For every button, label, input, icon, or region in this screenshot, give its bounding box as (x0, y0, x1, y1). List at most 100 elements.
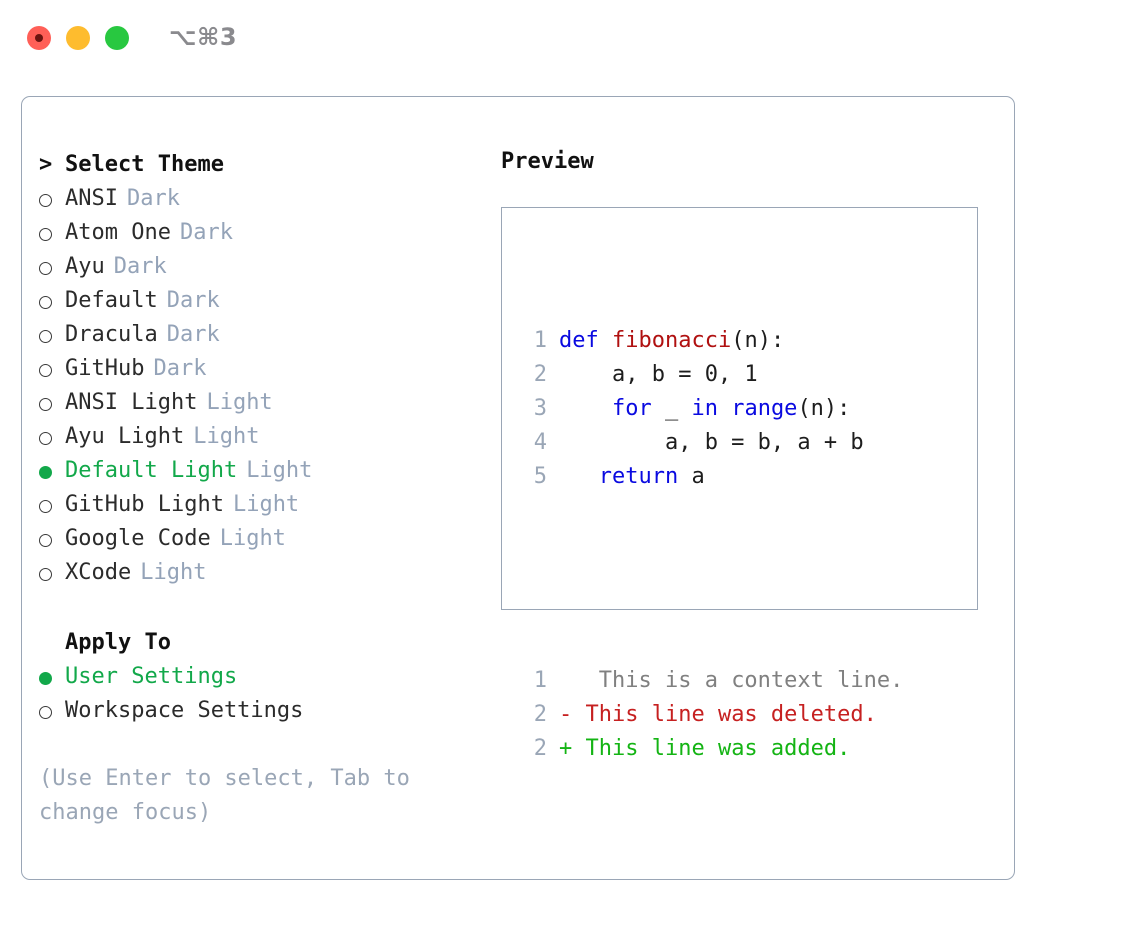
diff-line-text: This line was deleted. (572, 702, 877, 727)
code-line-number: 1 (533, 328, 547, 353)
theme-option-label: Atom One (65, 220, 171, 245)
diff-sign: + (559, 736, 573, 761)
code-line: 3 for _ in range(n): (519, 392, 903, 426)
theme-option-variant-tag: Dark (126, 186, 180, 211)
diff-line-text: This is a context line. (572, 668, 904, 693)
diff-line-text: This line was added. (572, 736, 851, 761)
theme-option-label: ANSI (65, 186, 118, 211)
theme-option-ansi-light[interactable]: ○ANSI Light Light (39, 386, 499, 420)
select-theme-header: > Select Theme (39, 148, 499, 182)
theme-option-atom-one[interactable]: ○Atom One Dark (39, 216, 499, 250)
diff-line: 2 + This line was added. (519, 732, 903, 766)
code-line: 1 def fibonacci(n): (519, 324, 903, 358)
radio-unselected-icon: ○ (39, 522, 65, 556)
theme-option-variant-tag: Light (246, 458, 313, 483)
code-line-text: return a (559, 460, 705, 494)
code-line-number: 5 (533, 464, 547, 489)
code-line: 5 return a (519, 460, 903, 494)
radio-unselected-icon: ○ (39, 694, 65, 728)
radio-unselected-icon: ○ (39, 386, 65, 420)
theme-option-label: Google Code (65, 526, 211, 551)
theme-option-variant-tag: Dark (166, 322, 220, 347)
theme-option-variant-tag: Dark (153, 356, 207, 381)
diff-line-number: 2 (533, 736, 547, 761)
code-line: 4 a, b = b, a + b (519, 426, 903, 460)
theme-option-variant-tag: Light (140, 560, 207, 585)
theme-option-variant-tag: Dark (166, 288, 220, 313)
keyboard-hint-text: (Use Enter to select, Tab to change focu… (39, 766, 424, 825)
code-token-kw: for (559, 396, 665, 421)
code-token-plain: (n): (731, 328, 785, 353)
theme-option-variant-tag: Dark (179, 220, 233, 245)
theme-option-label: ANSI Light (65, 390, 198, 415)
radio-unselected-icon: ○ (39, 250, 65, 284)
apply-to-indent-spacer: o (39, 626, 65, 660)
radio-selected-icon: ● (39, 660, 65, 694)
theme-option-label: Default (65, 288, 158, 313)
close-window-button[interactable] (27, 26, 51, 50)
preview-title: Preview (501, 149, 594, 174)
code-line-number: 3 (533, 396, 547, 421)
theme-option-label: GitHub (65, 356, 145, 381)
radio-unselected-icon: ○ (39, 556, 65, 590)
apply-to-option-user-settings[interactable]: ●User Settings (39, 660, 499, 694)
theme-option-label: Dracula (65, 322, 158, 347)
radio-unselected-icon: ○ (39, 216, 65, 250)
theme-option-variant-tag: Light (206, 390, 273, 415)
radio-unselected-icon: ○ (39, 182, 65, 216)
section-spacer (39, 590, 499, 626)
diff-sign: - (559, 702, 573, 727)
diff-line-number: 1 (533, 668, 547, 693)
code-line: 2 a, b = 0, 1 (519, 358, 903, 392)
apply-to-header: o Apply To (39, 626, 499, 660)
code-token-plain: _ (664, 396, 692, 421)
theme-option-ayu[interactable]: ○Ayu Dark (39, 250, 499, 284)
code-token-plain: a, b = b, a + b (559, 430, 864, 455)
prompt-caret-icon: > (39, 152, 53, 177)
apply-to-title: Apply To (65, 630, 171, 655)
theme-option-dracula[interactable]: ○Dracula Dark (39, 318, 499, 352)
apply-to-options-list: ●User Settings○Workspace Settings (39, 660, 499, 728)
theme-option-variant-tag: Dark (113, 254, 167, 279)
theme-option-variant-tag: Light (219, 526, 286, 551)
theme-option-variant-tag: Light (232, 492, 300, 517)
code-token-plain: (n): (797, 396, 851, 421)
maximize-window-button[interactable] (105, 26, 129, 50)
diff-sample-block: 1 This is a context line. 2- This line wa… (519, 664, 904, 766)
diff-sign (559, 664, 572, 698)
radio-unselected-icon: ○ (39, 352, 65, 386)
apply-to-option-workspace-settings[interactable]: ○Workspace Settings (39, 694, 499, 728)
theme-option-ansi[interactable]: ○ANSI Dark (39, 182, 499, 216)
code-token-kw: def (559, 328, 612, 353)
diff-line-number: 2 (533, 702, 547, 727)
minimize-window-button[interactable] (66, 26, 90, 50)
theme-option-github[interactable]: ○GitHub Dark (39, 352, 499, 386)
radio-unselected-icon: ○ (39, 318, 65, 352)
code-token-plain: a, b = 0, 1 (559, 362, 758, 387)
radio-unselected-icon: ○ (39, 488, 65, 522)
title-bar: ⌥⌘3 (0, 0, 1140, 78)
code-line-number: 2 (533, 362, 547, 387)
theme-option-label: XCode (65, 560, 132, 585)
apply-to-option-label: User Settings (65, 664, 238, 689)
theme-option-google-code[interactable]: ○Google Code Light (39, 522, 499, 556)
radio-unselected-icon: ○ (39, 420, 65, 454)
theme-option-github-light[interactable]: ○GitHub Light Light (39, 488, 499, 522)
theme-option-label: Default Light (65, 458, 238, 483)
theme-option-label: Ayu (65, 254, 105, 279)
code-line-text: def fibonacci(n): (559, 324, 784, 358)
theme-option-xcode[interactable]: ○XCode Light (39, 556, 499, 590)
theme-option-label: GitHub Light (65, 492, 224, 517)
apply-to-option-label: Workspace Settings (65, 698, 304, 723)
